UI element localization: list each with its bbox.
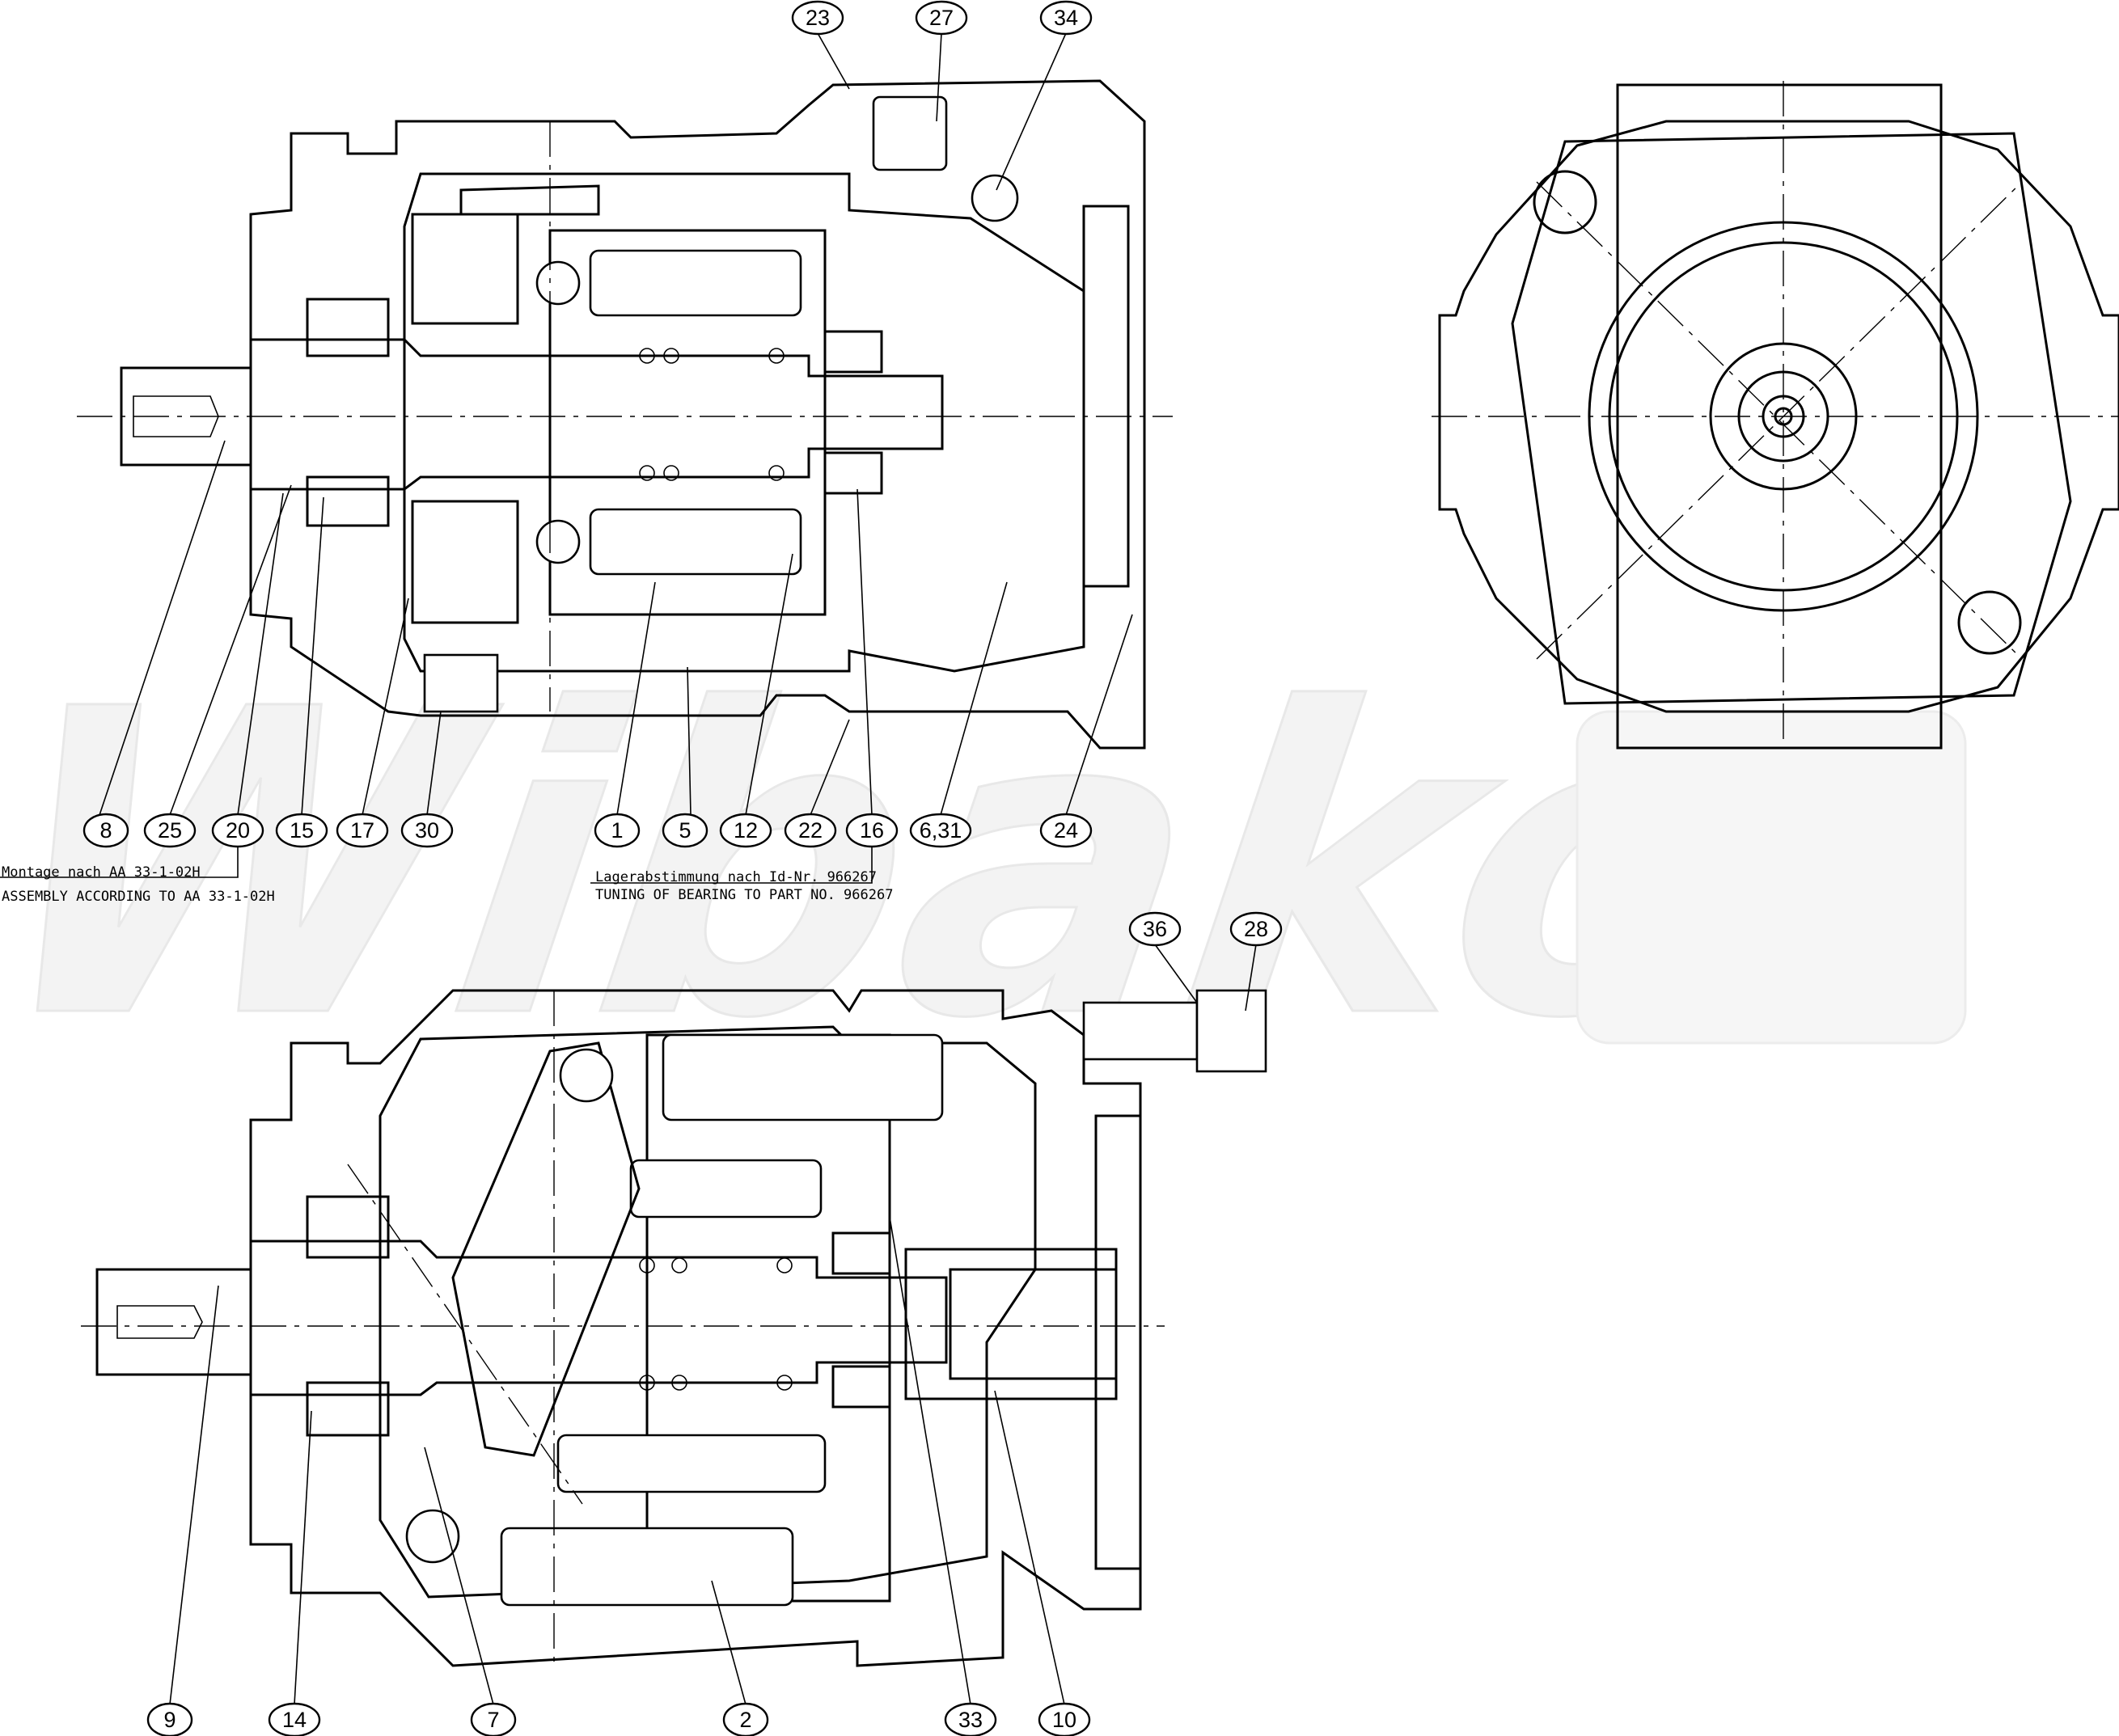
- balloon-34: 34: [1039, 0, 1093, 36]
- assembly-note-de: Montage nach AA 33-1-02H: [2, 864, 201, 881]
- balloon-6-31: 6,31: [909, 813, 972, 848]
- svg-text:33: 33: [958, 1708, 983, 1732]
- svg-text:2: 2: [739, 1708, 751, 1732]
- svg-text:27: 27: [929, 6, 954, 30]
- balloon-36: 36: [1128, 911, 1182, 947]
- assembly-note-en: ASSEMBLY ACCORDING TO AA 33-1-02H: [2, 889, 275, 905]
- balloon-17: 17: [336, 813, 389, 848]
- svg-text:6,31: 6,31: [920, 818, 962, 843]
- balloon-1: 1: [594, 813, 641, 848]
- svg-text:9: 9: [163, 1708, 176, 1732]
- balloon-8: 8: [82, 813, 129, 848]
- svg-text:14: 14: [282, 1708, 307, 1732]
- balloon-12: 12: [719, 813, 772, 848]
- balloon-14: 14: [268, 1702, 321, 1736]
- svg-text:36: 36: [1143, 917, 1167, 941]
- svg-text:7: 7: [487, 1708, 499, 1732]
- svg-text:1: 1: [611, 818, 623, 843]
- balloon-25: 25: [143, 813, 197, 848]
- balloon-28: 28: [1229, 911, 1283, 947]
- svg-text:5: 5: [679, 818, 691, 843]
- balloon-27: 27: [915, 0, 968, 36]
- balloon-24: 24: [1039, 813, 1093, 848]
- balloon-7: 7: [470, 1702, 517, 1736]
- watermark-logo-box: [1576, 710, 1967, 1045]
- balloon-33: 33: [944, 1702, 997, 1736]
- svg-text:34: 34: [1054, 6, 1078, 30]
- svg-text:30: 30: [415, 818, 439, 843]
- balloon-23: 23: [791, 0, 844, 36]
- svg-text:16: 16: [860, 818, 884, 843]
- top-section-view: [77, 79, 1173, 750]
- balloon-2: 2: [722, 1702, 769, 1736]
- svg-text:28: 28: [1244, 917, 1268, 941]
- balloon-22: 22: [784, 813, 837, 848]
- svg-text:8: 8: [99, 818, 112, 843]
- balloon-30: 30: [400, 813, 454, 848]
- bearing-note-en: TUNING OF BEARING TO PART NO. 966267: [595, 887, 893, 903]
- balloon-15: 15: [275, 813, 328, 848]
- balloon-5: 5: [662, 813, 708, 848]
- svg-text:25: 25: [158, 818, 182, 843]
- svg-text:24: 24: [1054, 818, 1078, 843]
- svg-text:22: 22: [798, 818, 823, 843]
- front-view: [1432, 81, 2119, 750]
- svg-text:17: 17: [350, 818, 374, 843]
- balloon-16: 16: [845, 813, 899, 848]
- svg-text:15: 15: [290, 818, 314, 843]
- leader-lines: [0, 32, 1257, 1705]
- bearing-note-de: Lagerabstimmung nach Id-Nr. 966267: [595, 869, 877, 885]
- svg-text:10: 10: [1052, 1708, 1076, 1732]
- svg-text:20: 20: [226, 818, 250, 843]
- balloon-20: 20: [211, 813, 264, 848]
- bottom-section-view: [81, 989, 1267, 1667]
- watermark-logo: Wibako: [0, 621, 1780, 1110]
- svg-text:12: 12: [734, 818, 758, 843]
- balloon-9: 9: [146, 1702, 193, 1736]
- balloon-10: 10: [1038, 1702, 1091, 1736]
- svg-text:23: 23: [806, 6, 830, 30]
